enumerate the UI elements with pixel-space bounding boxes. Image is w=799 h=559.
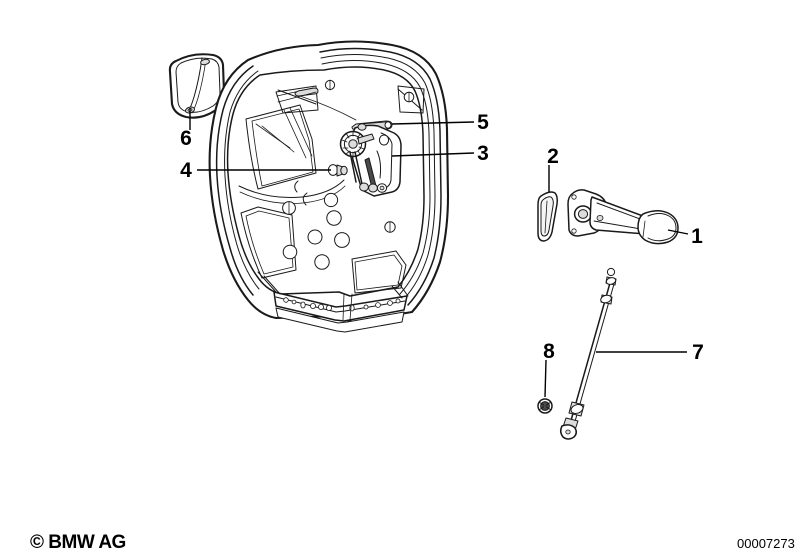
leader-5	[391, 121, 475, 125]
part-3-hinge-mechanism	[339, 123, 402, 197]
part-2-lever-cap	[537, 191, 558, 242]
leader-3	[391, 152, 475, 157]
callout-leaders	[189, 108, 689, 398]
leader-1	[667, 229, 689, 235]
drawing-number: 00007273	[737, 536, 795, 551]
part-4-stud-bolt	[327, 164, 348, 177]
callout-number-6: 6	[180, 127, 192, 150]
callout-number-3: 3	[477, 142, 489, 165]
callout-number-1: 1	[691, 225, 703, 248]
backrest-frame	[208, 40, 450, 333]
part-8-lock-nut	[537, 398, 553, 414]
callout-number-8: 8	[543, 340, 555, 363]
callout-number-4: 4	[180, 159, 192, 182]
upper-left-catch	[277, 87, 319, 103]
copyright-notice: © BMW AG	[30, 532, 126, 553]
leader-8	[544, 359, 547, 398]
callout-number-2: 2	[547, 145, 559, 168]
callout-number-7: 7	[692, 341, 704, 364]
part-1-release-lever	[567, 189, 679, 245]
part-6-hinge-cover	[168, 53, 226, 119]
frame-bottom-mounting-rail	[273, 291, 408, 333]
part-7-push-rod	[559, 267, 617, 440]
callout-number-5: 5	[477, 111, 489, 134]
callout-numbers: 1 2 3 4 5 6 7 8	[180, 111, 704, 364]
